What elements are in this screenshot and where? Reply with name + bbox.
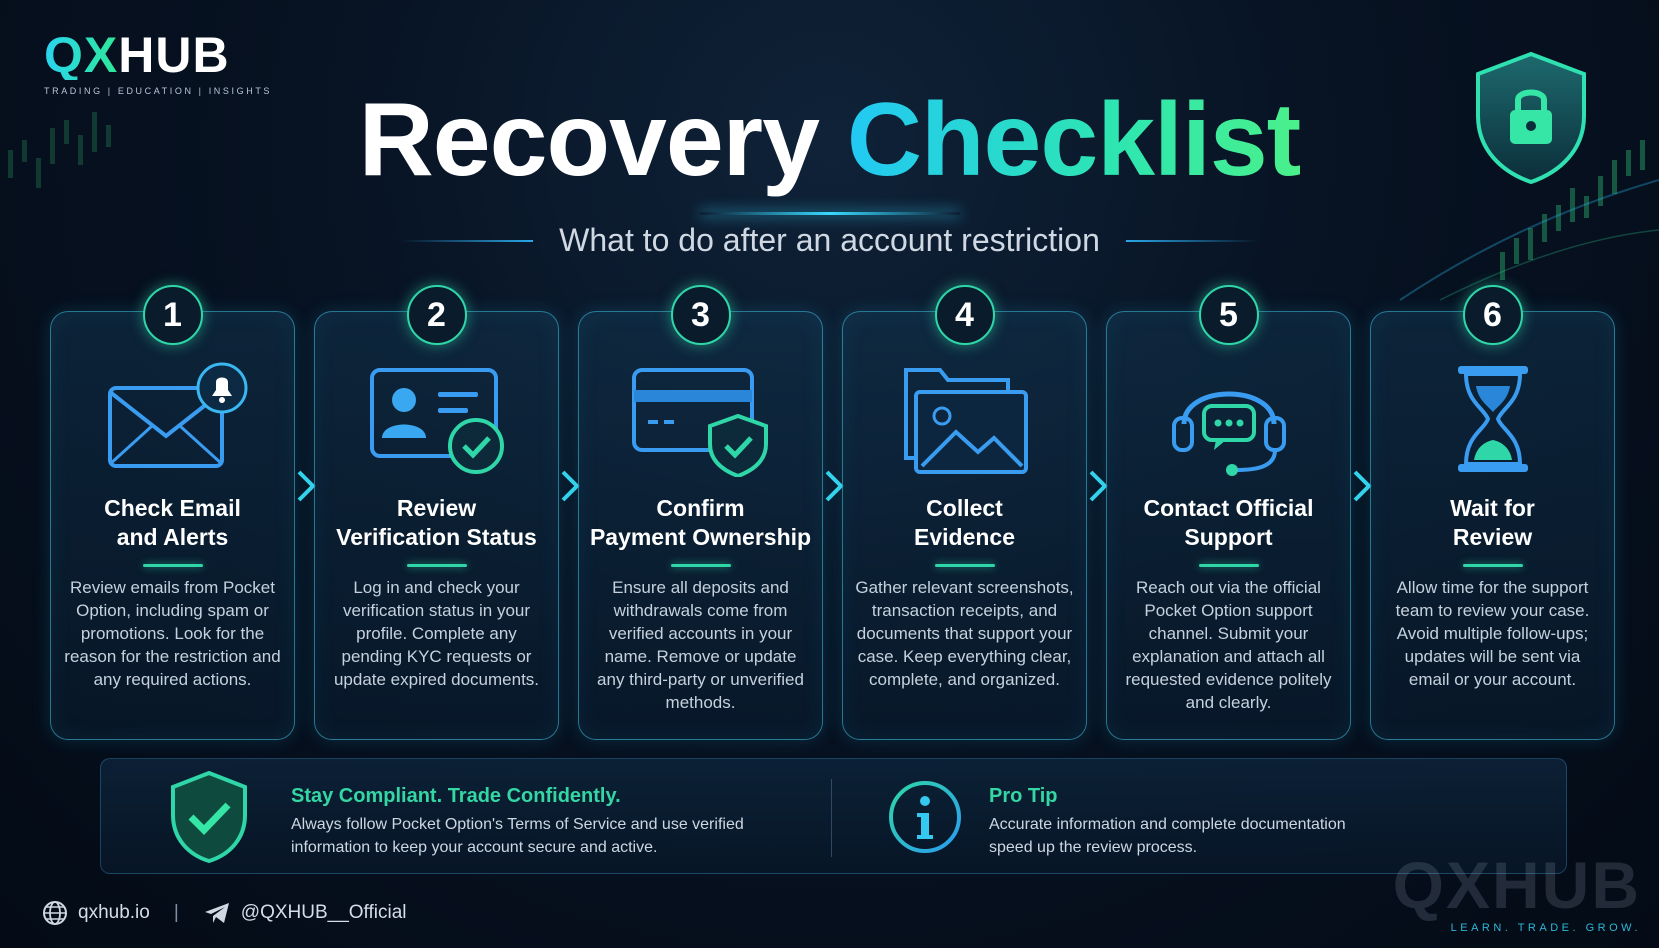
step-number: 1 [142,285,203,345]
step-description: Ensure all deposits and withdrawals come… [597,578,804,712]
headset-chat-icon [1171,391,1286,476]
step-title-line1: Contact Official [1143,495,1314,521]
step-card-5: 5 Contact Official Support Reach out via… [1106,285,1351,740]
subtitle-row: What to do after an account restriction [0,222,1659,259]
chevron-right-icon [1353,470,1372,502]
title-part2: Checklist [846,82,1301,198]
step-title-line1: Check Email [104,495,241,521]
hourglass-icon [1457,366,1528,472]
step-number: 5 [1198,285,1259,345]
chevron-right-icon [561,470,580,502]
step-description: Review emails from Pocket Option, includ… [64,578,281,689]
tip-text: Accurate information and complete docume… [989,813,1346,859]
step-divider [406,564,467,567]
info-icon [889,781,961,853]
brand-name-part2: HUB [118,27,230,83]
shield-lock-icon [1476,51,1586,185]
step-title: Wait for Review [1371,494,1614,552]
step-number: 6 [1462,285,1523,345]
title-glow-line [700,212,960,215]
step-card-1: 1 Check Email and Alerts Review emails f… [50,285,295,740]
tip-text-line2: speed up the review process. [989,839,1198,856]
social-bar: qxhub.io | @QXHUB__Official [42,900,407,926]
step-card-6: 6 Wait for Review Allow time for the sup… [1370,285,1615,740]
page-title: Recovery Checklist [0,85,1659,195]
step-title-line2: Support [1184,524,1273,550]
step-number: 3 [670,285,731,345]
folder-image-icon [903,368,1028,474]
compliance-text-line1: Always follow Pocket Option's Terms of S… [291,816,744,833]
step-description: Gather relevant screenshots, transaction… [855,578,1074,689]
step-description: Allow time for the support team to revie… [1395,578,1590,689]
step-title: Check Email and Alerts [51,494,294,552]
id-card-check-icon [369,368,504,474]
step-title-line2: and Alerts [116,524,229,550]
step-title: Review Verification Status [315,494,558,552]
step-divider [1198,564,1259,567]
step-title: Contact Official Support [1107,494,1350,552]
chevron-right-icon [297,470,316,502]
globe-icon [43,901,67,925]
step-description: Log in and check your verification statu… [333,578,540,689]
step-title-line2: Evidence [914,524,1015,550]
tip-text-line1: Accurate information and complete docume… [989,816,1346,833]
step-title: Confirm Payment Ownership [579,494,822,552]
watermark-logo: QXHUB LEARN. TRADE. GROW. [1393,852,1641,934]
step-title-line2: Verification Status [336,524,537,550]
subtitle-line-right [1125,239,1258,242]
step-title-line1: Confirm [656,495,745,521]
page-subtitle: What to do after an account restriction [559,222,1100,258]
website-link[interactable]: qxhub.io [78,902,150,923]
watermark-tagline: LEARN. TRADE. GROW. [1450,922,1641,934]
step-divider [934,564,995,567]
step-title: Collect Evidence [843,494,1086,552]
step-title-line1: Review [396,495,477,521]
brand-tagline: TRADING | EDUCATION | INSIGHTS [44,86,273,96]
step-number: 2 [406,285,467,345]
panel-divider [831,779,832,857]
step-title-line1: Wait for [1450,495,1535,521]
footer-panel: Stay Compliant. Trade Confidently. Alway… [100,758,1567,874]
telegram-icon [204,903,229,923]
telegram-handle[interactable]: @QXHUB__Official [240,902,407,923]
tip-heading: Pro Tip [989,785,1058,807]
credit-card-shield-icon [631,368,768,477]
chevron-right-icon [825,470,844,502]
envelope-bell-icon [107,362,247,468]
step-description: Reach out via the official Pocket Option… [1125,578,1332,712]
step-divider [142,564,203,567]
compliance-text-line2: information to keep your account secure … [291,839,658,856]
step-number: 4 [934,285,995,345]
step-divider [670,564,731,567]
watermark-text: QXHUB [1392,848,1641,922]
social-separator: | [173,902,179,923]
compliance-text: Always follow Pocket Option's Terms of S… [291,813,744,859]
subtitle-line-left [401,239,534,242]
step-title-line2: Review [1452,524,1533,550]
step-title-line1: Collect [926,495,1003,521]
title-part1: Recovery [358,82,820,198]
chevron-right-icon [1089,470,1108,502]
step-card-2: 2 Review Verification Status Log in and … [314,285,559,740]
step-card-3: 3 Confirm Payment Ownership Ensure all d… [578,285,823,740]
step-divider [1462,564,1523,567]
step-title-line2: Payment Ownership [589,524,812,550]
compliance-heading: Stay Compliant. Trade Confidently. [291,785,621,807]
shield-check-icon [171,770,247,864]
step-card-4: 4 Collect Evidence Gather relevant scree… [842,285,1087,740]
brand-name-part1: QX [44,27,119,83]
